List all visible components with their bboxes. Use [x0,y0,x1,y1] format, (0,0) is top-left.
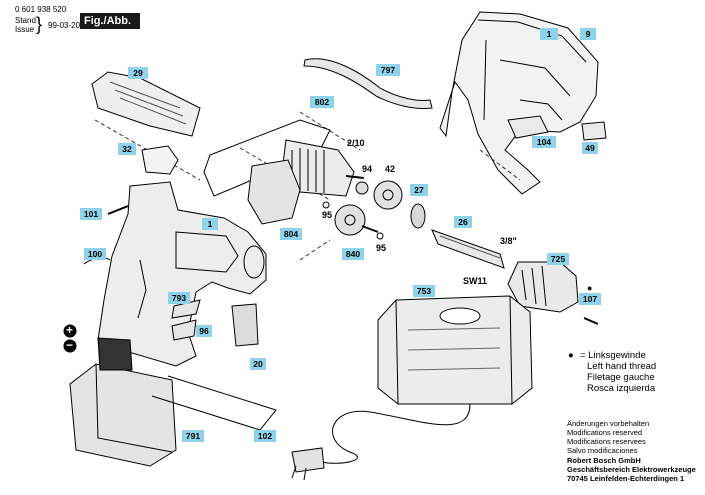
part-label: 104 [532,136,556,148]
cover-drawing [91,71,201,137]
legend-line: = Linksgewinde [580,350,646,361]
part-label: 100 [84,248,106,260]
stand-label: Stand [15,16,36,25]
cable-drawing [321,403,471,464]
part-label: 49 [582,142,598,154]
left-thread-dot: ● [587,283,593,293]
issue-label: Issue [15,25,35,34]
note-line: Änderungen vorbehalten [567,419,650,428]
part-label: 793 [168,292,190,304]
part-label: 1 [202,218,218,230]
part-label: 32 [118,143,136,155]
note-line: Modifications reserved [567,428,643,437]
battery-drawing [69,337,177,467]
part-label: 3/8" [500,236,517,246]
part-label: SW11 [463,276,488,286]
part-label: 20 [250,358,266,370]
wire-clip-drawing [151,375,277,431]
figure-label: Fig./Abb. 1 [80,13,140,43]
part-label: 42 [385,164,396,174]
spindle-drawing [431,229,505,269]
legend-line: Rosca izquierda [587,383,656,394]
part-label: 802 [310,96,334,108]
legend-line: Left hand thread [587,361,657,372]
plus-symbol: + [66,323,74,337]
part-label: 101 [80,208,102,220]
part-label: 107 [579,293,601,305]
part-label: 2/10 [347,138,365,148]
part-number: 0 601 938 520 [15,5,67,14]
company-address: 70745 Leinfelden-Echterdingen 1 [567,474,685,483]
part-label: 29 [128,67,148,79]
part-label: 95 [376,243,387,253]
part-label: 725 [547,253,569,265]
drill-body-drawing [97,181,267,367]
legend-dot: ● [568,350,574,361]
part-label: 94 [362,164,373,174]
part-label: 26 [454,216,472,228]
screw-drawing [583,317,599,325]
strap-drawing [303,58,433,109]
part-label: 797 [376,64,400,76]
gear-drawings [322,180,426,240]
housing-half-drawing [439,11,599,195]
switch-part-drawing [141,145,179,175]
brace: } [36,14,43,34]
part-label: 102 [254,430,276,442]
minus-symbol: − [66,338,74,352]
switch-drawing [247,159,301,225]
part-label: 804 [280,228,302,240]
company-name: Robert Bosch GmbH [567,456,641,465]
legend-line: Filetage gauche [587,372,655,383]
part-label: 9 [580,28,596,40]
part-label: 1 [540,28,558,40]
division-name: Geschäftsbereich Elektrowerkzeuge [567,465,696,474]
note-line: Salvo modificaciones [567,446,638,455]
note-line: Modifications reservees [567,437,646,446]
part-label: 753 [413,285,435,297]
plug-drawing [291,447,325,473]
issue-date: 99-03-20 [48,21,81,30]
part-label: 791 [182,430,204,442]
part-label: 95 [322,210,333,220]
part-label: 96 [196,325,212,337]
part-label: 840 [342,248,364,260]
part-label: 27 [410,184,428,196]
charger-drawing [377,295,533,405]
